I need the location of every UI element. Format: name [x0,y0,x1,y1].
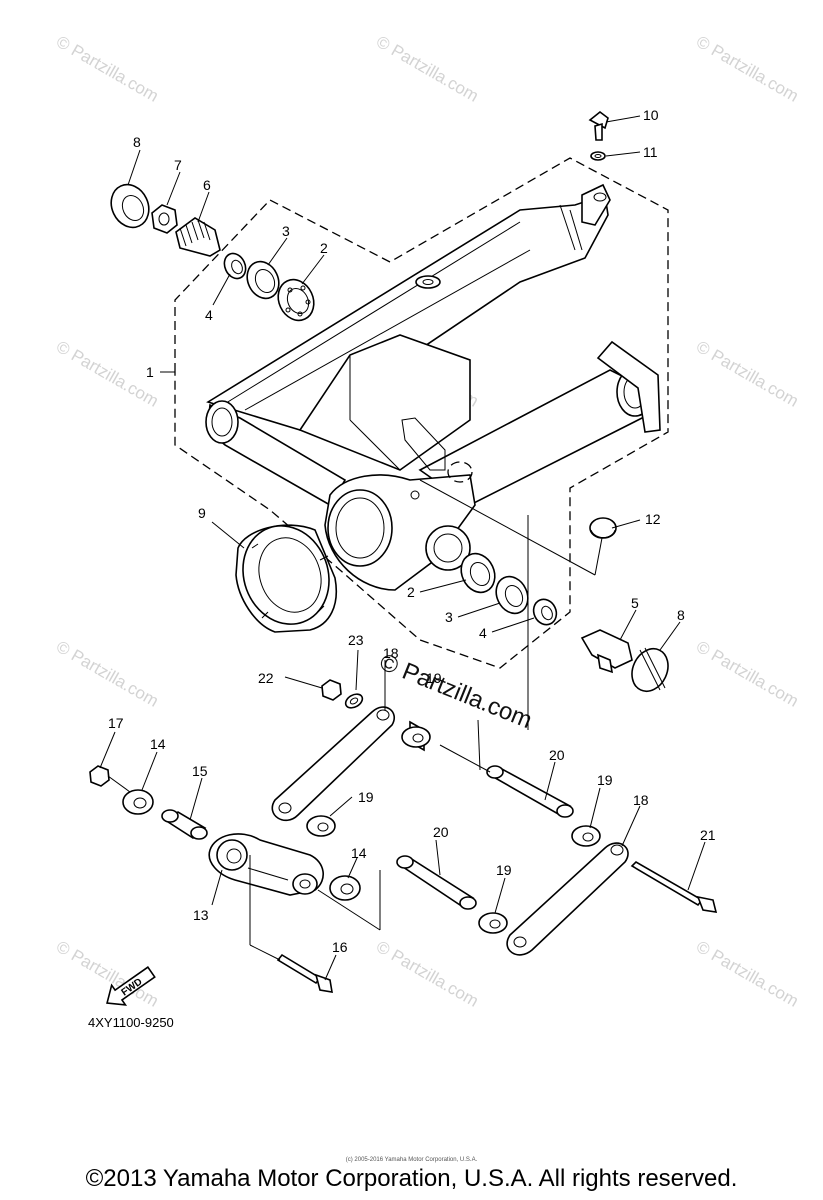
callout-label: 11 [643,144,658,160]
callout-label: 16 [332,939,348,955]
pivot-shaft-5 [580,629,633,674]
watermark-tile: © Partzilla.com [53,32,162,106]
bearing-2-upper [277,278,315,322]
callout-label: 8 [133,134,141,150]
spacer-20-upper [486,765,574,818]
nut-17 [89,765,110,787]
watermark-tile: © Partzilla.com [693,637,802,711]
nut-7 [151,204,178,234]
collar-14-b [329,875,361,901]
callout-label: 2 [320,240,328,256]
callout-label: 7 [174,157,182,173]
callout-label: 18 [383,645,399,661]
callout-label: 9 [198,505,206,521]
callout-label: 20 [433,824,449,840]
callout-label: 4 [479,625,487,641]
watermark-tile: © Partzilla.com [373,937,482,1011]
connecting-rod-18-upper [271,706,395,822]
callout-label: 2 [407,584,415,600]
callout-label: 14 [351,845,367,861]
callout-label: 19 [597,772,613,788]
bolt-10 [588,110,609,141]
callout-label: 19 [496,862,512,878]
callout-label: 6 [203,177,211,193]
callout-label: 3 [445,609,453,625]
collar-19-c [571,825,601,847]
washer-23 [344,693,364,709]
swingarm [205,183,661,591]
connecting-rod-18-lower [506,842,629,956]
nut-22 [321,679,342,701]
watermark-tile: © Partzilla.com [693,337,802,411]
oil-seal-3-upper [246,260,280,300]
collar-4-lower [532,598,558,626]
diagram-code: 4XY1100-9250 [88,1015,174,1030]
callout-label: 13 [193,907,209,923]
callout-label: 14 [150,736,166,752]
callout-label: 4 [205,307,213,323]
callout-label: 15 [192,763,208,779]
callout-label: 20 [549,747,565,763]
callout-label: 23 [348,632,364,648]
callout-label: 10 [643,107,659,123]
callout-label: 3 [282,223,290,239]
bolt-21 [630,861,718,913]
small-copyright: (c) 2005-2016 Yamaha Motor Corporation, … [345,1157,478,1163]
watermark-center: © Partzilla.com [376,649,536,735]
bolt-16 [276,953,333,993]
relay-arm-13 [208,833,324,896]
callout-labels: 8 7 6 3 2 4 1 10 11 9 12 2 3 4 5 8 23 18… [108,107,716,955]
callout-label: 17 [108,715,124,731]
callout-label: 22 [258,670,274,686]
bushing-15 [161,809,208,840]
collar-19-d [478,912,508,934]
collar-14-a [122,789,154,815]
callout-label: 5 [631,595,639,611]
cap-8-upper [110,183,150,229]
collar-19-b [306,815,336,837]
watermark-tile: © Partzilla.com [373,32,482,106]
spacer-20-lower [396,855,477,910]
callout-label: 1 [146,364,154,380]
collar-4-upper [223,252,247,280]
copyright-footer: ©2013 Yamaha Motor Corporation, U.S.A. A… [85,1165,738,1192]
cover-9 [235,524,337,633]
washer-11 [590,151,606,161]
bearing-2-lower [460,552,496,594]
watermark-tile: © Partzilla.com [53,637,162,711]
callout-label: 19 [426,670,442,686]
callout-label: 19 [358,789,374,805]
collar-19-a [401,720,431,752]
cap-8-lower [631,647,669,692]
callout-label: 21 [700,827,716,843]
cap-12 [589,517,617,539]
pivot-shaft-6 [175,217,221,257]
leader-lines [99,115,706,981]
watermark-tile: © Partzilla.com [693,32,802,106]
callout-label: 8 [677,607,685,623]
callout-label: 12 [645,511,661,527]
oil-seal-3-lower [495,575,529,615]
watermark-tile: © Partzilla.com [693,937,802,1011]
callout-label: 18 [633,792,649,808]
